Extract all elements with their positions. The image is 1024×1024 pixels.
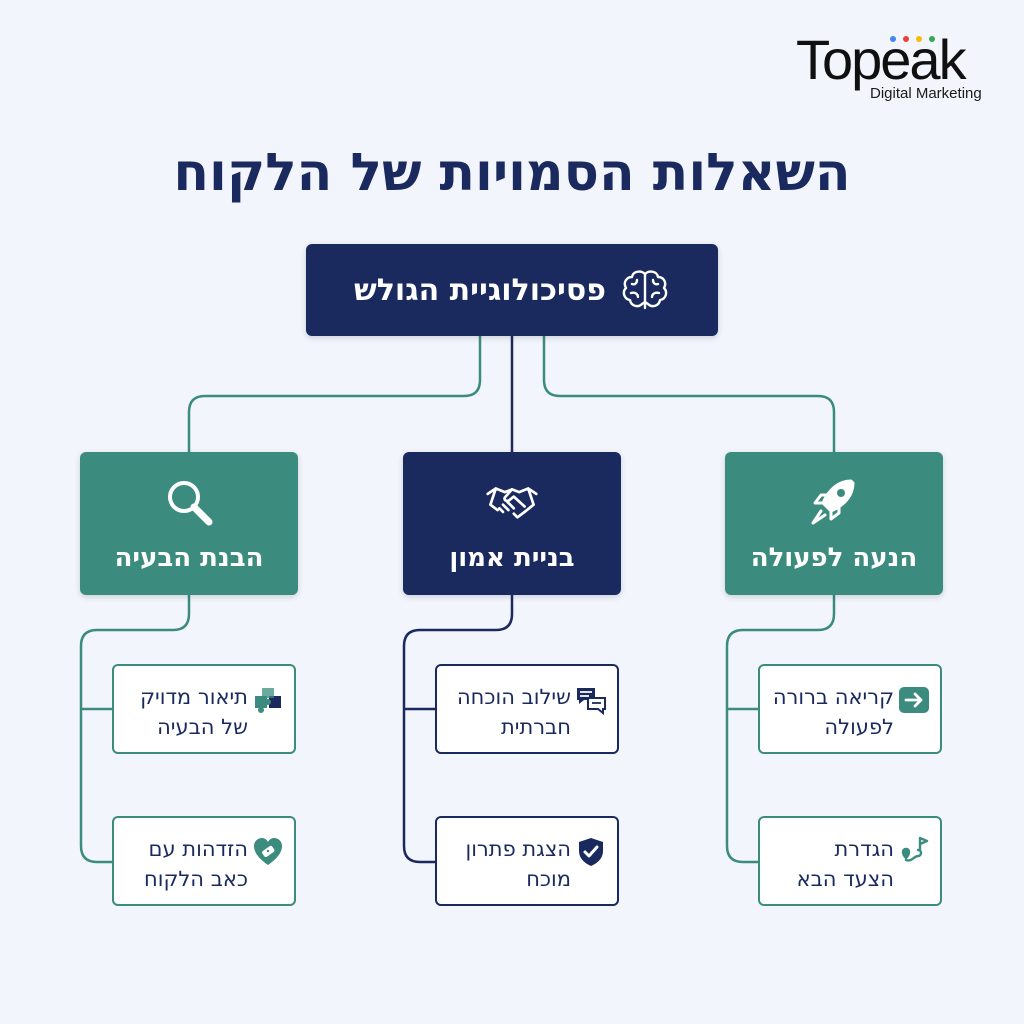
list-item: הזדהות עם כאב הלקוח bbox=[112, 816, 296, 906]
connector-root-left bbox=[187, 336, 482, 452]
logo-dot bbox=[916, 36, 922, 42]
category-label: בניית אמון bbox=[449, 542, 575, 573]
route-flag-icon bbox=[901, 836, 929, 862]
item-line-2: כאב הלקוח bbox=[144, 867, 248, 891]
list-item: תיאור מדויק של הבעיה bbox=[112, 664, 296, 754]
handshake-icon bbox=[486, 486, 538, 519]
root-node: פסיכולוגיית הגולש bbox=[306, 244, 718, 336]
item-line-1: שילוב הוכחה bbox=[456, 685, 571, 709]
category-problem-understanding: הבנת הבעיה bbox=[80, 452, 298, 595]
logo-subtitle: Digital Marketing bbox=[870, 85, 982, 102]
logo-dot bbox=[929, 36, 935, 42]
item-line-2: מוכח bbox=[526, 867, 571, 891]
list-item: שילוב הוכחה חברתית bbox=[435, 664, 619, 754]
list-item: קריאה ברורה לפעולה bbox=[758, 664, 942, 754]
chat-bubbles-icon bbox=[577, 688, 606, 716]
shield-check-icon bbox=[579, 838, 603, 866]
arrow-right-icon bbox=[899, 687, 929, 713]
list-item: הצגת פתרון מוכח bbox=[435, 816, 619, 906]
item-line-1: הגדרת bbox=[834, 837, 895, 861]
heart-bandage-icon bbox=[254, 838, 282, 865]
item-line-2: לפעולה bbox=[824, 715, 894, 739]
root-label: פסיכולוגיית הגולש bbox=[354, 272, 606, 308]
connector-root-right bbox=[542, 336, 836, 452]
logo-dot bbox=[903, 36, 909, 42]
item-line-1: הזדהות עם bbox=[148, 837, 248, 861]
magnifier-icon bbox=[168, 480, 213, 525]
logo-dot bbox=[890, 36, 896, 42]
puzzle-icon bbox=[255, 688, 281, 713]
item-line-2: הצעד הבא bbox=[796, 867, 894, 891]
category-label: הנעה לפעולה bbox=[750, 542, 918, 573]
list-item: הגדרת הצעד הבא bbox=[758, 816, 942, 906]
item-line-2: של הבעיה bbox=[157, 715, 248, 739]
page-title: השאלות הסמויות של הלקוח bbox=[173, 143, 851, 203]
category-label: הבנת הבעיה bbox=[114, 542, 264, 573]
category-trust-building: בניית אמון bbox=[403, 452, 621, 595]
brain-icon bbox=[622, 270, 668, 310]
item-line-1: הצגת פתרון bbox=[465, 837, 571, 861]
item-line-2: חברתית bbox=[500, 715, 571, 739]
connector-left-trunk bbox=[79, 595, 191, 864]
connector-right-trunk bbox=[725, 595, 836, 864]
logo-wordmark: Topeak bbox=[796, 28, 967, 91]
rocket-icon bbox=[811, 479, 855, 524]
connector-center-trunk bbox=[402, 595, 514, 864]
item-line-1: קריאה ברורה bbox=[772, 685, 894, 709]
topeak-logo: Topeak Digital Marketing bbox=[796, 30, 1006, 110]
item-line-1: תיאור מדויק bbox=[140, 685, 248, 709]
category-call-to-action: הנעה לפעולה bbox=[725, 452, 943, 595]
